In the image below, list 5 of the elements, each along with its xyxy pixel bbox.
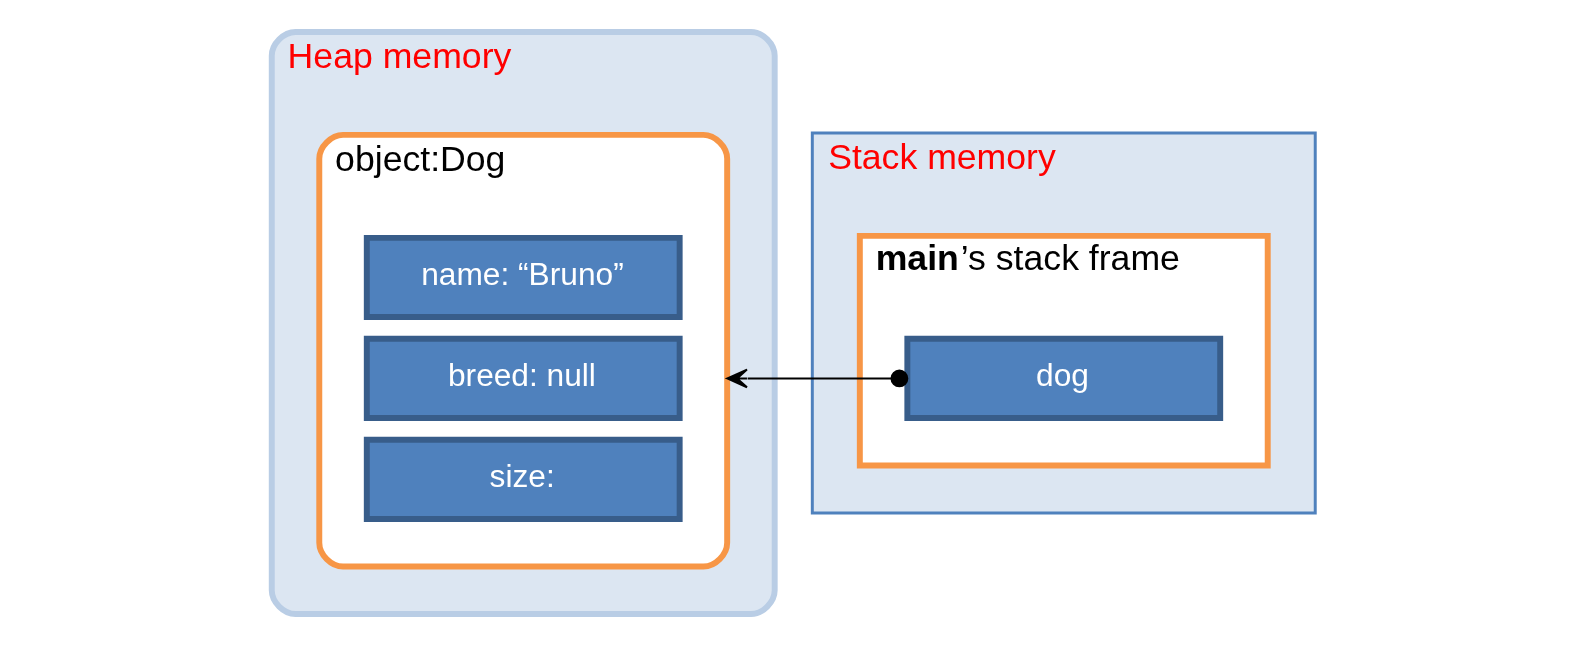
node-box: breed: null bbox=[363, 335, 683, 421]
node-box: size: bbox=[363, 436, 683, 522]
node-box: name: “Bruno” bbox=[363, 234, 683, 321]
node-box: dog bbox=[904, 335, 1224, 421]
arrow bbox=[726, 368, 909, 389]
